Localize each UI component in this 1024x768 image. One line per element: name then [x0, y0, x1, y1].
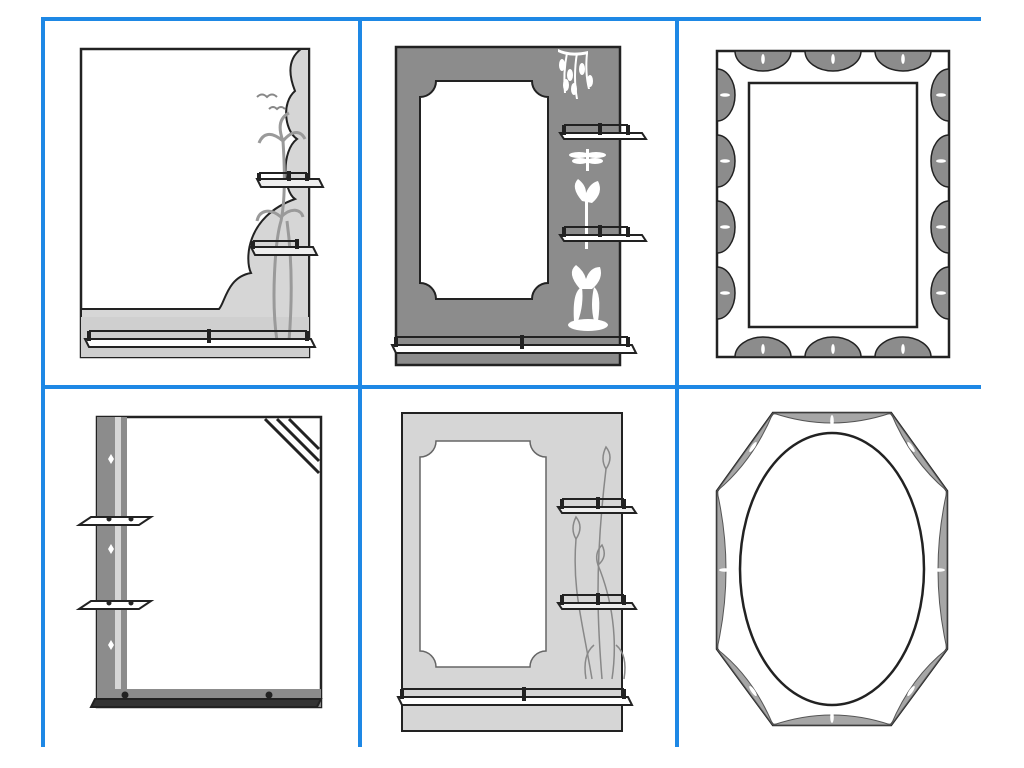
palm-etching: [255, 111, 307, 342]
scallop-highlights: [719, 415, 945, 723]
glass-shelf-middle: [75, 600, 155, 610]
glass-shelf-middle: [249, 239, 319, 256]
glass-shelf-bottom: [83, 329, 317, 348]
dragonfly-icon: [569, 149, 606, 171]
glass-shelf-bottom: [390, 335, 638, 354]
glass-shelf-upper: [75, 516, 155, 526]
mirror-panel-5[interactable]: [362, 389, 675, 747]
mirror-3-drawing: [715, 49, 951, 359]
side-stripe: [97, 417, 127, 707]
mirror-panel-1[interactable]: [45, 21, 358, 385]
glass-shelf-bottom: [89, 691, 323, 708]
glass-shelf-upper: [556, 497, 638, 514]
mirror-panel-3[interactable]: [679, 21, 985, 385]
birds-icon: [256, 93, 286, 111]
mirror-panel-2[interactable]: [362, 21, 675, 385]
scallop-highlights: [720, 54, 946, 354]
mirror-5-drawing: [396, 412, 638, 732]
lily-etching: [568, 179, 608, 331]
willow-etching: [558, 49, 593, 99]
stripe-diamonds: [108, 454, 114, 650]
glass-shelf-middle: [556, 593, 638, 610]
glass-shelf-upper: [558, 123, 648, 140]
inner-mirror-glass: [419, 80, 549, 300]
mirror-panel-6[interactable]: [679, 389, 985, 747]
mirror-4-drawing: [75, 415, 323, 709]
mirror-6-drawing: [715, 411, 949, 727]
mirror-2-drawing: [390, 45, 648, 367]
glass-shelf-middle: [558, 225, 648, 242]
inner-mirror-glass: [419, 440, 547, 668]
mirror-panel-4[interactable]: [45, 389, 358, 747]
glass-shelf-bottom: [396, 687, 634, 706]
corner-lines: [263, 417, 321, 475]
frosted-wavy-edge: [80, 48, 310, 358]
mirror-catalog-grid: [41, 17, 985, 747]
glass-shelf-upper: [255, 171, 325, 188]
mirror-1-drawing: [79, 47, 325, 359]
oval-mirror-glass: [738, 431, 926, 707]
